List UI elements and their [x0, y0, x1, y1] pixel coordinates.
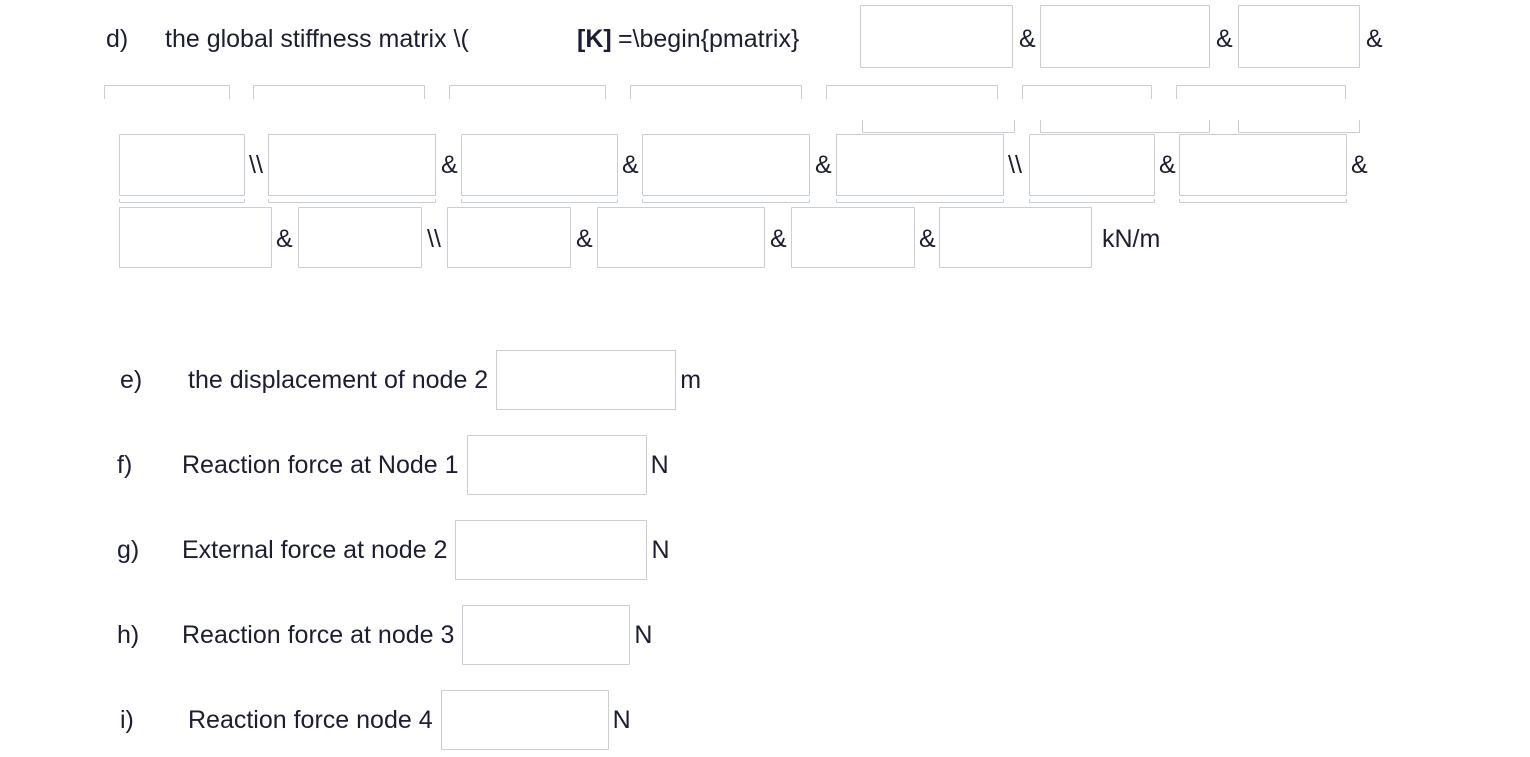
matrix-separator-amp: & [1216, 25, 1233, 53]
matrix-cell-clipped-c3[interactable] [461, 199, 618, 203]
answer-input-reaction-force-node-3[interactable] [462, 605, 631, 665]
matrix-cell-clipped-a6[interactable] [1022, 85, 1152, 99]
matrix-separator-amp: & [770, 225, 787, 253]
matrix-cell-clipped-c7[interactable] [1179, 199, 1347, 203]
question-unit-f: N [650, 450, 669, 479]
question-letter-g: g) [117, 535, 140, 564]
matrix-cell-r3-c3[interactable] [447, 207, 571, 268]
matrix-cell-clipped-b1[interactable] [862, 120, 1015, 133]
matrix-cell-clipped-a2[interactable] [253, 85, 425, 99]
question-letter-d: d) [106, 25, 129, 53]
question-row-e: e) the displacement of node 2 m [120, 350, 701, 410]
matrix-cell-r2-c6[interactable] [1029, 134, 1155, 196]
matrix-prompt-text-bold: [K] [577, 25, 612, 53]
matrix-clipped-row-bottom [0, 120, 1530, 133]
matrix-cell-r3-c2[interactable] [298, 207, 422, 268]
matrix-cell-clipped-a3[interactable] [449, 85, 606, 99]
question-label-i: Reaction force node 4 [188, 705, 433, 734]
question-row-h: h) Reaction force at node 3 N [117, 605, 652, 665]
matrix-cell-r2-c5[interactable] [836, 134, 1004, 196]
matrix-separator-newline: \\ [427, 225, 441, 253]
matrix-cell-r3-c5[interactable] [791, 207, 915, 268]
matrix-cell-clipped-a1[interactable] [104, 85, 230, 99]
matrix-separator-amp: & [1159, 151, 1176, 179]
matrix-cell-clipped-b3[interactable] [1238, 120, 1360, 133]
matrix-question-block: d) the global stiffness matrix \( [K] =\… [0, 0, 1530, 300]
question-label-e: the displacement of node 2 [188, 365, 489, 394]
matrix-cell-r1-c2[interactable] [1040, 5, 1210, 68]
matrix-clipped-row-top-2 [0, 199, 1530, 211]
question-label-h: Reaction force at node 3 [182, 620, 455, 649]
matrix-cell-clipped-c5[interactable] [836, 199, 1004, 203]
matrix-cell-clipped-a5[interactable] [826, 85, 998, 99]
matrix-separator-amp: & [1366, 25, 1383, 53]
matrix-cell-clipped-c4[interactable] [642, 199, 810, 203]
matrix-cell-r2-c2[interactable] [268, 134, 436, 196]
answer-input-reaction-force-node-4[interactable] [440, 690, 609, 750]
answer-input-displacement-node-2[interactable] [496, 350, 677, 410]
question-letter-i: i) [120, 705, 134, 734]
matrix-separator-amp: & [1019, 25, 1036, 53]
question-unit-i: N [612, 705, 631, 734]
answer-input-external-force-node-2[interactable] [455, 520, 648, 580]
question-label-g: External force at node 2 [182, 535, 448, 564]
matrix-clipped-row-top [0, 85, 1530, 99]
matrix-separator-amp: & [276, 225, 293, 253]
matrix-cell-clipped-c1[interactable] [119, 199, 245, 203]
matrix-unit-label: kN/m [1102, 225, 1161, 253]
matrix-cell-r3-c6[interactable] [939, 207, 1092, 268]
question-letter-f: f) [117, 450, 133, 479]
question-unit-h: N [634, 620, 653, 649]
matrix-cell-r1-c1[interactable] [860, 5, 1013, 68]
matrix-cell-r1-c3[interactable] [1238, 5, 1360, 68]
question-row-i: i) Reaction force node 4 N [120, 690, 631, 750]
question-letter-h: h) [117, 620, 140, 649]
matrix-separator-amp: & [622, 151, 639, 179]
matrix-cell-r2-c3[interactable] [461, 134, 618, 196]
question-letter-e: e) [120, 365, 143, 394]
matrix-separator-amp: & [576, 225, 593, 253]
question-row-g: g) External force at node 2 N [117, 520, 670, 580]
matrix-separator-newline: \\ [249, 151, 263, 179]
matrix-prompt-text-after: =\begin{pmatrix} [611, 25, 800, 53]
matrix-separator-newline: \\ [1008, 151, 1022, 179]
question-unit-e: m [680, 365, 702, 394]
matrix-cell-clipped-a7[interactable] [1176, 85, 1346, 99]
matrix-cell-r2-c7[interactable] [1179, 134, 1347, 196]
matrix-cell-r3-c4[interactable] [597, 207, 765, 268]
matrix-cell-clipped-c2[interactable] [268, 199, 436, 203]
matrix-cell-clipped-a4[interactable] [630, 85, 802, 99]
answer-input-reaction-force-node-1[interactable] [466, 435, 647, 495]
matrix-cell-r3-c1[interactable] [119, 207, 272, 268]
matrix-separator-amp: & [815, 151, 832, 179]
matrix-cell-clipped-b2[interactable] [1040, 120, 1210, 133]
question-row-f: f) Reaction force at Node 1 N [117, 435, 669, 495]
question-label-f: Reaction force at Node 1 [182, 450, 459, 479]
matrix-cell-r2-c4[interactable] [642, 134, 810, 196]
matrix-cell-clipped-c6[interactable] [1029, 199, 1155, 203]
matrix-separator-amp: & [1351, 151, 1368, 179]
matrix-cell-r2-c1[interactable] [119, 134, 245, 196]
matrix-separator-amp: & [919, 225, 936, 253]
matrix-prompt-text-before: the global stiffness matrix \( [165, 25, 469, 53]
matrix-separator-amp: & [441, 151, 458, 179]
question-unit-g: N [651, 535, 670, 564]
